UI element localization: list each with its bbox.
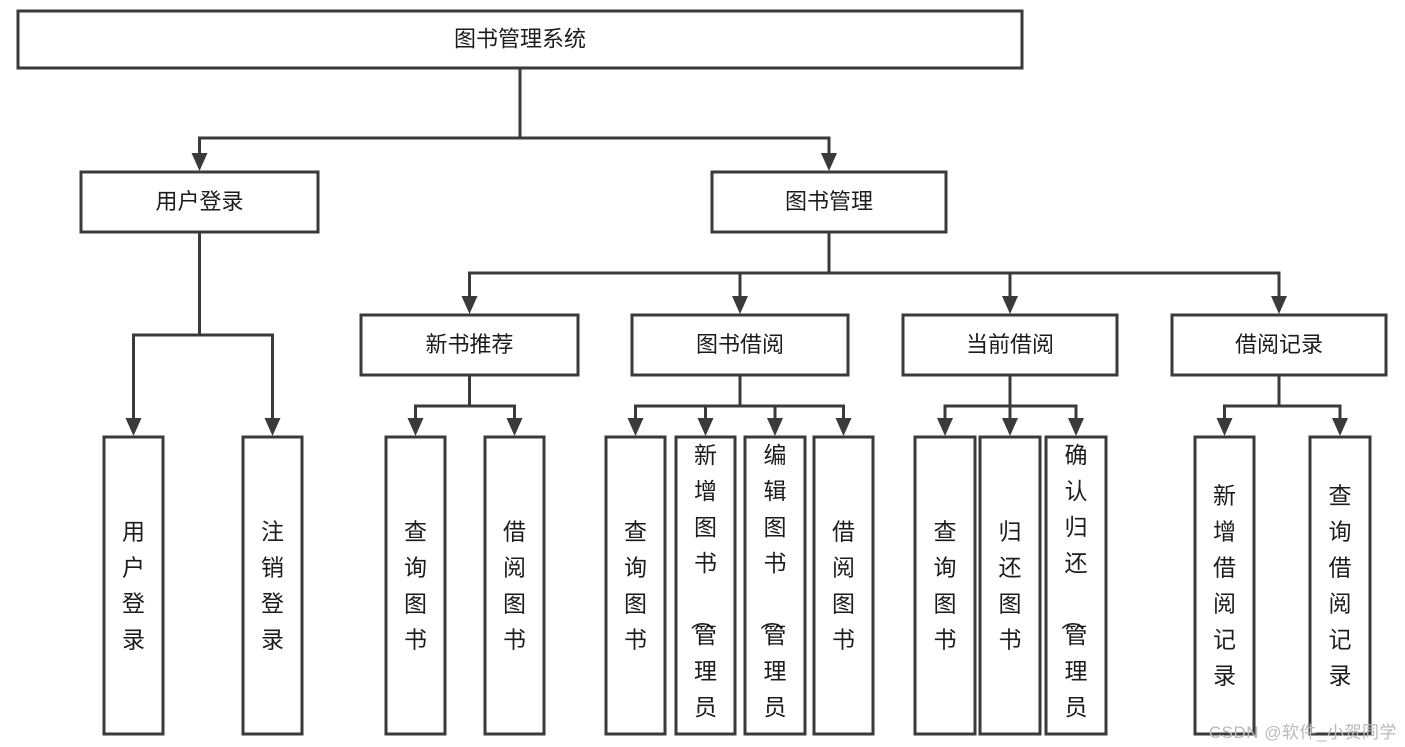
node-leaf-return-book[interactable]: 归还图书 [978, 435, 1042, 736]
connector-layer [125, 66, 1348, 436]
node-leaf-borrow-book-2[interactable]: 借阅图书 [812, 435, 875, 736]
leaf-label: 查询图书 [624, 519, 647, 653]
arrow-head-icon [697, 418, 714, 436]
connector-group [461, 230, 1287, 314]
node-leaf-add-book[interactable]: 新增图书（管理员） [674, 435, 737, 747]
node-book-manage[interactable]: 图书管理 [710, 170, 948, 234]
leaf-label: 借阅图书 [832, 519, 855, 653]
node-label: 图书借阅 [696, 332, 784, 357]
leaf-label: 新增图书（管理员） [689, 442, 717, 747]
node-new-book-recommend[interactable]: 新书推荐 [359, 313, 580, 377]
arrow-head-icon [461, 296, 478, 314]
arrow-head-icon [821, 153, 837, 171]
node-user-login[interactable]: 用户登录 [79, 170, 320, 234]
node-label: 新书推荐 [425, 332, 513, 357]
leaf-label: 归还图书 [999, 519, 1022, 653]
node-label: 借阅记录 [1235, 332, 1323, 357]
leaf-label: 查询图书 [404, 519, 427, 653]
arrow-head-icon [835, 418, 852, 436]
arrow-head-icon [1216, 418, 1233, 436]
leaf-label: 注销登录 [261, 519, 284, 653]
arrow-head-icon [1271, 296, 1287, 314]
node-leaf-query-book-2[interactable]: 查询图书 [604, 435, 667, 736]
leaf-label: 查询借阅记录 [1329, 483, 1352, 689]
connector-group [407, 373, 523, 436]
arrow-head-icon [767, 418, 783, 436]
node-borrow-record[interactable]: 借阅记录 [1170, 313, 1388, 377]
leaf-label: 查询图书 [934, 519, 957, 653]
arrow-head-icon [937, 418, 953, 436]
node-leaf-query-record[interactable]: 查询借阅记录 [1308, 435, 1372, 736]
leaf-label: 新增借阅记录 [1213, 483, 1236, 689]
node-leaf-user-login[interactable]: 用户登录 [102, 435, 165, 736]
node-label: 图书管理 [785, 189, 873, 214]
node-label: 图书管理系统 [454, 26, 586, 51]
connector-group [937, 373, 1084, 436]
node-layer: 图书管理系统用户登录图书管理新书推荐图书借阅当前借阅借阅记录用户登录注销登录查询… [16, 9, 1388, 747]
node-book-borrow[interactable]: 图书借阅 [630, 313, 850, 377]
connector-group [627, 373, 852, 436]
arrow-head-icon [1002, 418, 1018, 436]
node-leaf-confirm-return[interactable]: 确认归还（管理员） [1044, 435, 1108, 747]
arrow-head-icon [732, 296, 748, 314]
leaf-label: 确认归还（管理员） [1060, 442, 1088, 747]
node-label: 当前借阅 [966, 332, 1054, 357]
arrow-head-icon [191, 153, 208, 171]
arrow-head-icon [1068, 418, 1084, 436]
node-leaf-logout[interactable]: 注销登录 [241, 435, 304, 736]
arrow-head-icon [627, 418, 644, 436]
leaf-label: 编辑图书（管理员） [759, 442, 787, 747]
arrow-head-icon [264, 418, 281, 436]
leaf-label: 借阅图书 [503, 519, 526, 653]
node-leaf-query-book-1[interactable]: 查询图书 [384, 435, 447, 736]
arrow-head-icon [1332, 418, 1348, 436]
node-current-borrow[interactable]: 当前借阅 [901, 313, 1119, 377]
leaf-label: 用户登录 [122, 519, 145, 653]
node-leaf-add-record[interactable]: 新增借阅记录 [1193, 435, 1256, 736]
node-root[interactable]: 图书管理系统 [16, 9, 1024, 70]
node-leaf-edit-book[interactable]: 编辑图书（管理员） [743, 435, 807, 747]
arrow-head-icon [125, 418, 142, 436]
connector-group [125, 230, 281, 436]
node-leaf-query-book-3[interactable]: 查询图书 [913, 435, 977, 736]
connector-group [191, 66, 837, 171]
arrow-head-icon [506, 418, 523, 436]
connector-group [1216, 373, 1348, 436]
arrow-head-icon [407, 418, 424, 436]
node-label: 用户登录 [155, 189, 243, 214]
node-leaf-borrow-book-1[interactable]: 借阅图书 [483, 435, 546, 736]
arrow-head-icon [1002, 296, 1018, 314]
